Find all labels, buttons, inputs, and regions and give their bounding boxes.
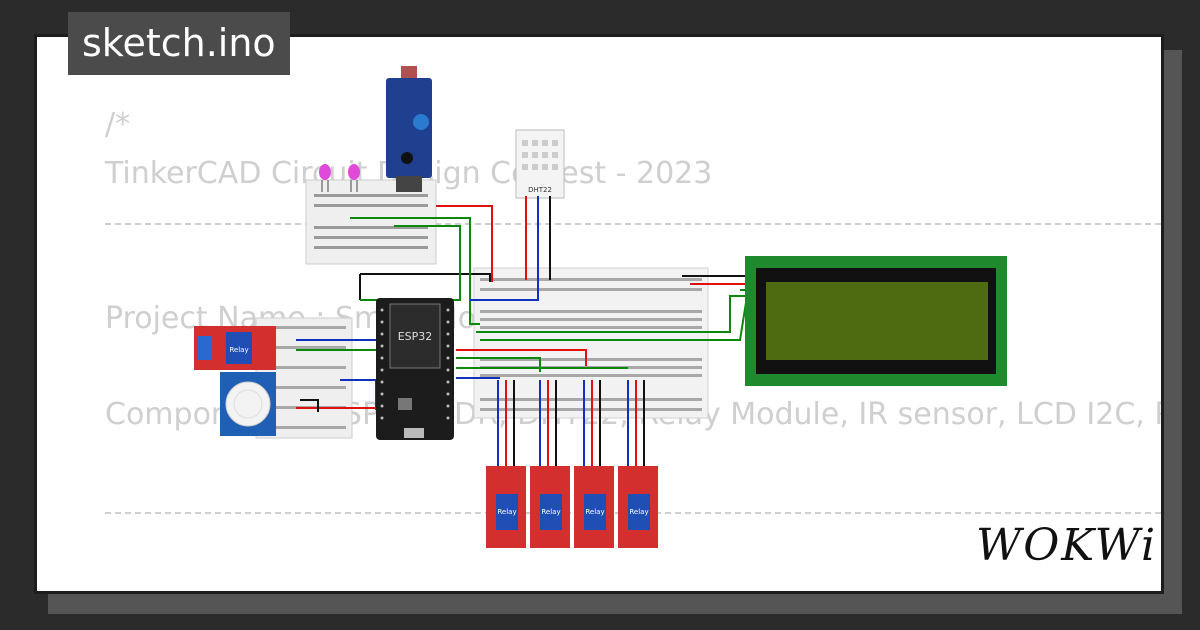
- pir-sensor: [220, 372, 276, 436]
- relay-module-1: Relay: [486, 466, 526, 548]
- esp32-board: ESP32: [376, 298, 454, 440]
- wokwi-logo: WOKWi: [976, 520, 1158, 571]
- code-divider-1: [105, 223, 1161, 225]
- small-breadboard-holes: [314, 194, 428, 249]
- relay-module-left: Relay: [194, 326, 276, 370]
- lcd-i2c: [745, 256, 1007, 386]
- relay-4-label: Relay: [629, 508, 648, 516]
- esp32-label: ESP32: [398, 330, 433, 343]
- relay-left-label: Relay: [229, 346, 248, 354]
- relay-module-4: Relay: [618, 466, 658, 548]
- code-line-1: /*: [105, 107, 131, 142]
- ldr-module: [386, 66, 432, 192]
- led-right: [348, 164, 360, 192]
- led-left: [319, 164, 331, 192]
- relay-1-label: Relay: [497, 508, 516, 516]
- relay-module-2: Relay: [530, 466, 570, 548]
- dht22-sensor: DHT22: [515, 129, 565, 199]
- relay-3-label: Relay: [585, 508, 604, 516]
- dht22-label: DHT22: [528, 186, 552, 194]
- relay-module-3: Relay: [574, 466, 614, 548]
- small-breadboard-top: [305, 179, 437, 265]
- relay-2-label: Relay: [541, 508, 560, 516]
- file-name-badge: sketch.ino: [68, 12, 290, 75]
